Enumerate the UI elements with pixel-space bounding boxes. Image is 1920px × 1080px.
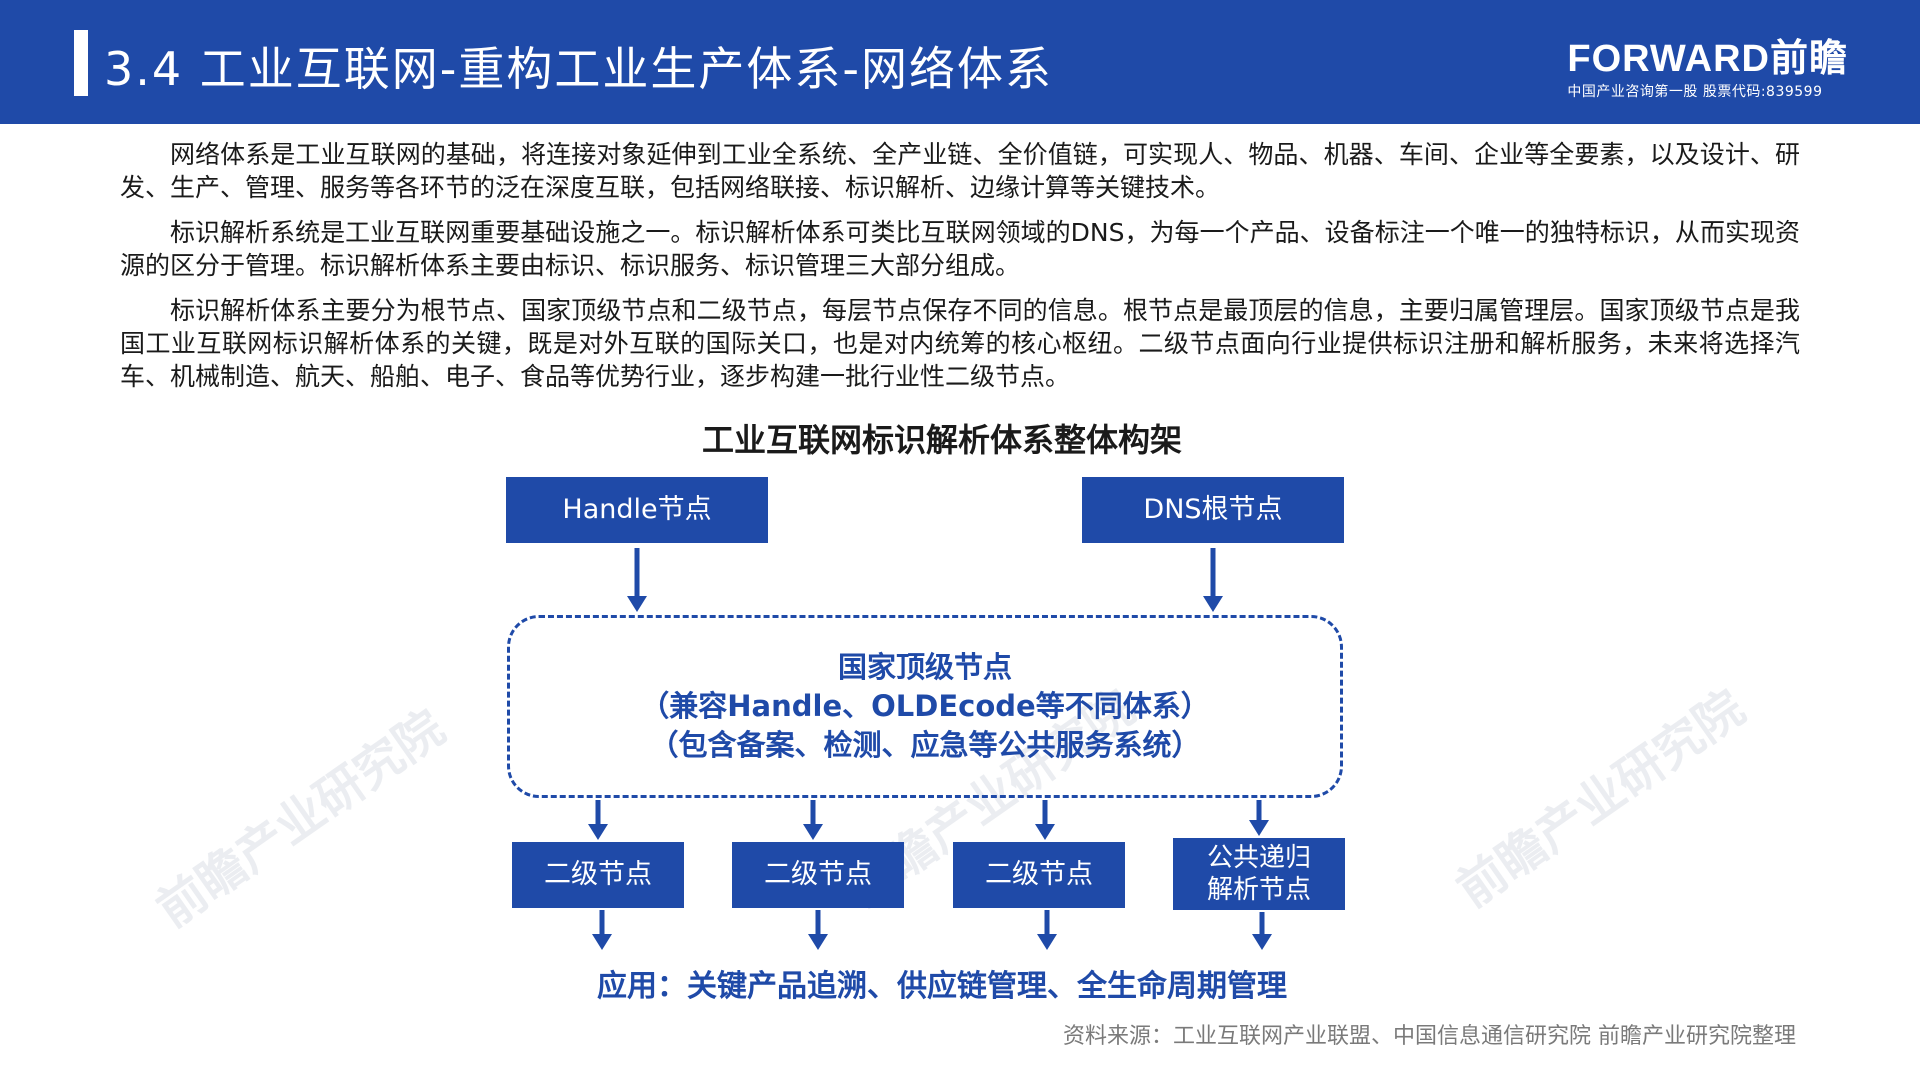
diagram-title: 工业互联网标识解析体系整体构架 — [701, 421, 1182, 459]
arrowhead — [1037, 934, 1057, 950]
arrowhead — [592, 934, 612, 950]
arrowhead — [588, 824, 608, 840]
national-top-node: 国家顶级节点 （兼容Handle、OLDEcode等不同体系） （包含备案、检测… — [507, 615, 1343, 798]
secondary-node-3: 二级节点 — [953, 842, 1125, 908]
title-accent-bar — [74, 30, 88, 96]
application-text: 应用：关键产品追溯、供应链管理、全生命周期管理 — [597, 969, 1287, 1004]
paragraph-nodes: 标识解析体系主要分为根节点、国家顶级节点和二级节点，每层节点保存不同的信息。根节… — [120, 296, 1800, 391]
brand-subtitle: 中国产业咨询第一股 股票代码:839599 — [1567, 84, 1823, 100]
paragraph-identifier: 标识解析系统是工业互联网重要基础设施之一。标识解析体系可类比互联网领域的DNS，… — [120, 218, 1800, 280]
arrowhead — [627, 596, 647, 612]
public-node-line1: 公共递归 — [1206, 843, 1311, 873]
national-node-services: （包含备案、检测、应急等公共服务系统） — [649, 728, 1201, 762]
arrowhead — [808, 934, 828, 950]
public-recursive-node: 公共递归 解析节点 — [1173, 838, 1345, 910]
header: 3.4 工业互联网-重构工业生产体系-网络体系 FORWARD前瞻 中国产业咨询… — [0, 0, 1920, 124]
body-text: 网络体系是工业互联网的基础，将连接对象延伸到工业全系统、全产业链、全价值链，可实… — [120, 138, 1800, 405]
arrowhead — [1035, 824, 1055, 840]
public-node-line2: 解析节点 — [1206, 875, 1311, 905]
brand: FORWARD前瞻 中国产业咨询第一股 股票代码:839599 — [1567, 38, 1848, 102]
dns-root-node: DNS根节点 — [1082, 477, 1344, 543]
brand-logo: FORWARD前瞻 — [1567, 38, 1848, 80]
arrowhead — [1249, 820, 1269, 836]
arrowhead — [803, 824, 823, 840]
national-node-title: 国家顶级节点 — [837, 650, 1012, 684]
page-title: 3.4 工业互联网-重构工业生产体系-网络体系 — [104, 42, 1053, 96]
secondary-node-2: 二级节点 — [732, 842, 904, 908]
arrowhead — [1203, 596, 1223, 612]
national-node-compat: （兼容Handle、OLDEcode等不同体系） — [640, 689, 1210, 723]
handle-node: Handle节点 — [506, 477, 768, 543]
source-note: 资料来源：工业互联网产业联盟、中国信息通信研究院 前瞻产业研究院整理 — [1063, 1024, 1796, 1049]
paragraph-network: 网络体系是工业互联网的基础，将连接对象延伸到工业全系统、全产业链、全价值链，可实… — [120, 140, 1800, 202]
arrowhead — [1252, 934, 1272, 950]
secondary-node-1: 二级节点 — [512, 842, 684, 908]
